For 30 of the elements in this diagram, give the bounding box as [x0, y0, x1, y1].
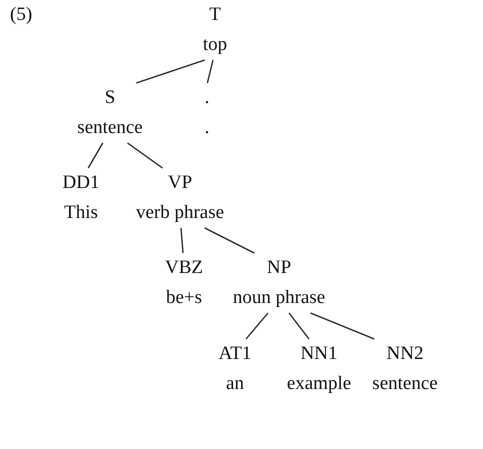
category-label: NP [266, 256, 292, 280]
gloss-label: verb phrase [136, 201, 224, 225]
category-label: VP [168, 171, 192, 195]
category-label: T [209, 3, 221, 27]
branch-line [136, 59, 206, 84]
branch-line [204, 227, 255, 254]
gloss-label: be+s [166, 286, 202, 310]
gloss-label: . [204, 116, 210, 140]
branch-line [310, 312, 375, 340]
category-label: . [204, 86, 210, 110]
gloss-label: sentence [372, 372, 438, 396]
gloss-label: example [286, 372, 352, 396]
branch-line [206, 60, 214, 84]
category-label: DD1 [62, 171, 100, 195]
category-label: VBZ [165, 256, 203, 280]
gloss-label: sentence [77, 116, 143, 140]
branch-line [246, 312, 268, 340]
category-label: S [104, 86, 116, 110]
example-number: (5) [10, 3, 32, 27]
branch-line [88, 142, 104, 168]
branch-line [180, 228, 184, 254]
branch-line [288, 312, 310, 340]
gloss-label: top [202, 33, 228, 57]
category-label: NN2 [386, 342, 424, 366]
gloss-label: noun phrase [232, 286, 326, 310]
gloss-label: This [64, 201, 98, 225]
branch-line [127, 142, 163, 169]
gloss-label: an [226, 372, 244, 396]
category-label: AT1 [218, 342, 252, 366]
category-label: NN1 [300, 342, 338, 366]
